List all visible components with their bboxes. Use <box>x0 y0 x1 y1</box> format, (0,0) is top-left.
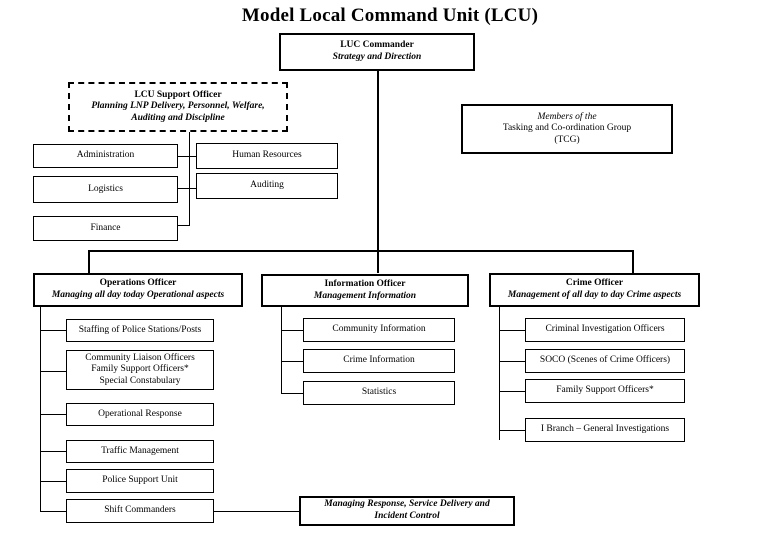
node-crime-information-line1: Crime Information <box>343 355 415 366</box>
node-operations-officer-line1: Operations Officer <box>99 278 177 289</box>
connector-operations-drop <box>88 250 90 273</box>
node-crime-officer-line2: Management of all day to day Crime aspec… <box>507 290 682 300</box>
node-lcu-support-officer[interactable]: LCU Support Officer Planning LNP Deliver… <box>68 82 288 132</box>
connector-information-child-1 <box>281 330 304 331</box>
node-administration[interactable]: Administration <box>33 144 178 168</box>
node-shift-commanders[interactable]: Shift Commanders <box>66 499 214 523</box>
connector-operations-child-1 <box>40 330 67 331</box>
node-incident-control-line1: Managing Response, Service Delivery and <box>324 499 490 510</box>
node-community-liaison-group-line3: Special Constabulary <box>99 375 181 386</box>
node-soco-line1: SOCO (Scenes of Crime Officers) <box>539 355 671 366</box>
node-administration-label: Administration <box>76 150 135 161</box>
node-luc-commander-line2: Strategy and Direction <box>332 52 422 62</box>
node-lcu-support-officer-line1: LCU Support Officer <box>134 89 222 100</box>
connector-commander-stem <box>377 71 379 251</box>
connector-crime-drop <box>632 250 634 273</box>
node-criminal-investigation-officers[interactable]: Criminal Investigation Officers <box>525 318 685 342</box>
connector-operations-child-3 <box>40 414 67 415</box>
node-logistics-label: Logistics <box>88 183 123 194</box>
node-logistics[interactable]: Logistics <box>33 176 178 203</box>
connector-information-spine <box>281 307 282 394</box>
node-staffing-police-stations-line1: Staffing of Police Stations/Posts <box>78 324 202 335</box>
node-family-support-officers-line1: Family Support Officers* <box>556 385 654 396</box>
node-tcg-line3: (TCG) <box>554 134 580 145</box>
node-human-resources[interactable]: Human Resources <box>196 143 338 169</box>
connector-logistics-auditing <box>178 188 197 189</box>
node-incident-control-line2: Incident Control <box>374 511 440 521</box>
node-finance-label: Finance <box>90 222 121 233</box>
connector-officer-bar <box>88 250 634 252</box>
node-information-officer-line2: Management Information <box>313 290 417 301</box>
connector-operations-spine <box>40 307 41 511</box>
node-statistics-line1: Statistics <box>361 387 397 398</box>
connector-shift-to-incident-control <box>214 511 301 512</box>
connector-crime-child-4 <box>499 430 526 431</box>
node-luc-commander-line1: LUC Commander <box>340 40 414 51</box>
connector-operations-child-4 <box>40 451 67 452</box>
node-shift-commanders-line1: Shift Commanders <box>104 505 176 516</box>
node-luc-commander[interactable]: LUC Commander Strategy and Direction <box>279 33 475 71</box>
connector-operations-child-5 <box>40 481 67 482</box>
node-operational-response-line1: Operational Response <box>98 408 182 419</box>
node-operational-response[interactable]: Operational Response <box>66 403 214 426</box>
connector-operations-child-2 <box>40 371 67 372</box>
node-tcg-line1: Members of the <box>537 111 597 122</box>
node-tcg[interactable]: Members of the Tasking and Co-ordination… <box>461 104 673 154</box>
page-title: Model Local Command Unit (LCU) <box>241 5 539 26</box>
node-family-support-officers[interactable]: Family Support Officers* <box>525 379 685 403</box>
node-police-support-unit[interactable]: Police Support Unit <box>66 469 214 493</box>
node-information-officer-line1: Information Officer <box>324 278 406 289</box>
node-crime-information[interactable]: Crime Information <box>303 349 455 373</box>
node-tcg-line2: Tasking and Co-ordination Group <box>502 123 632 134</box>
connector-support-spine <box>189 132 190 225</box>
node-community-liaison-group-line2: Family Support Officers* <box>91 364 189 375</box>
connector-operations-child-6 <box>40 511 67 512</box>
node-lcu-support-officer-line2: Planning LNP Delivery, Personnel, Welfar… <box>91 101 265 112</box>
node-police-support-unit-line1: Police Support Unit <box>102 475 178 486</box>
node-information-officer[interactable]: Information Officer Management Informati… <box>261 274 469 307</box>
connector-information-drop <box>377 250 379 273</box>
node-community-liaison-group[interactable]: Community Liaison Officers Family Suppor… <box>66 350 214 390</box>
connector-crime-spine <box>499 307 500 440</box>
node-operations-officer[interactable]: Operations Officer Managing all day toda… <box>33 273 243 307</box>
connector-finance <box>178 225 190 226</box>
node-community-information[interactable]: Community Information <box>303 318 455 342</box>
connector-crime-child-2 <box>499 361 526 362</box>
node-traffic-management[interactable]: Traffic Management <box>66 440 214 463</box>
node-criminal-investigation-officers-line1: Criminal Investigation Officers <box>545 324 665 335</box>
node-staffing-police-stations[interactable]: Staffing of Police Stations/Posts <box>66 319 214 342</box>
node-statistics[interactable]: Statistics <box>303 381 455 405</box>
connector-crime-child-1 <box>499 330 526 331</box>
node-crime-officer[interactable]: Crime Officer Management of all day to d… <box>489 273 700 307</box>
node-lcu-support-officer-line3: Auditing and Discipline <box>131 112 225 123</box>
node-i-branch-line1: I Branch – General Investigations <box>540 424 670 435</box>
node-traffic-management-line1: Traffic Management <box>101 445 179 456</box>
connector-crime-child-3 <box>499 391 526 392</box>
node-human-resources-label: Human Resources <box>232 150 302 161</box>
connector-information-child-3 <box>281 393 304 394</box>
node-operations-officer-line2: Managing all day today Operational aspec… <box>51 290 225 300</box>
connector-admin-hr <box>178 156 197 157</box>
node-crime-officer-line1: Crime Officer <box>565 278 624 289</box>
node-soco[interactable]: SOCO (Scenes of Crime Officers) <box>525 349 685 373</box>
node-i-branch[interactable]: I Branch – General Investigations <box>525 418 685 442</box>
node-community-information-line1: Community Information <box>332 324 426 335</box>
node-finance[interactable]: Finance <box>33 216 178 241</box>
connector-information-child-2 <box>281 361 304 362</box>
node-auditing-label: Auditing <box>250 180 284 191</box>
node-auditing[interactable]: Auditing <box>196 173 338 199</box>
node-community-liaison-group-line1: Community Liaison Officers <box>85 352 195 363</box>
node-incident-control[interactable]: Managing Response, Service Delivery and … <box>299 496 515 526</box>
